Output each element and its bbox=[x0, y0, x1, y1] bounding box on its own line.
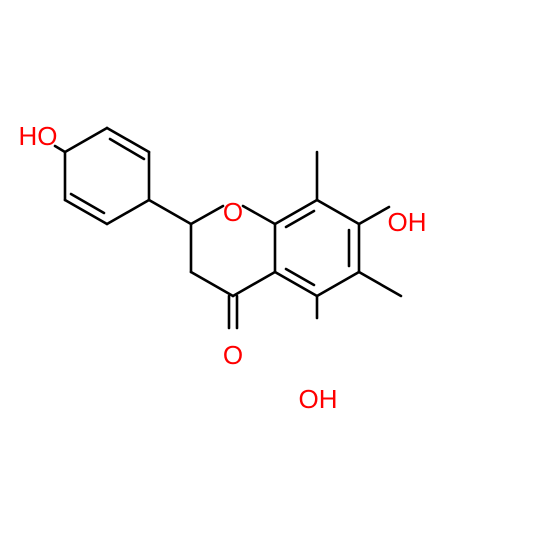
bond-c5-c4a-inner bbox=[284, 267, 316, 287]
bond-c5-c4a bbox=[273, 270, 319, 298]
bond-c5p-c6p-inner bbox=[69, 192, 106, 215]
hydroxyl-label-phenol: HO bbox=[19, 121, 58, 151]
carbonyl-oxygen-label: O bbox=[223, 340, 243, 370]
bond-c5p-c6p bbox=[63, 198, 109, 226]
bond-c1p-oh bbox=[53, 144, 67, 154]
bond-c8a-c8 bbox=[273, 198, 319, 226]
bond-c2-o1 bbox=[189, 204, 225, 226]
bond-c3-c4 bbox=[189, 270, 235, 298]
bond-o1-c8a bbox=[241, 204, 277, 226]
bond-c4p-c2 bbox=[147, 198, 193, 226]
bond-c6-methyl bbox=[357, 270, 403, 298]
bond-c4p-c5p bbox=[105, 198, 151, 226]
bond-c2p-c3p bbox=[105, 126, 151, 154]
hydroxyl-label-5: OH bbox=[299, 384, 338, 414]
bond-c1p-c2p bbox=[63, 126, 109, 154]
ring-oxygen-label: O bbox=[223, 197, 243, 227]
bond-c3p-c3p-inner bbox=[108, 137, 146, 161]
bond-c6-c5 bbox=[315, 270, 361, 298]
hydroxyl-label-7: OH bbox=[388, 207, 427, 237]
bond-c8-c7 bbox=[315, 198, 361, 226]
atom-labels: HO O OH OH O bbox=[19, 121, 427, 414]
bonds bbox=[53, 126, 403, 330]
bond-c4-c4a bbox=[231, 270, 277, 298]
bond-c7-oh bbox=[357, 205, 391, 226]
bond-c8a-c8-inner bbox=[284, 209, 316, 229]
